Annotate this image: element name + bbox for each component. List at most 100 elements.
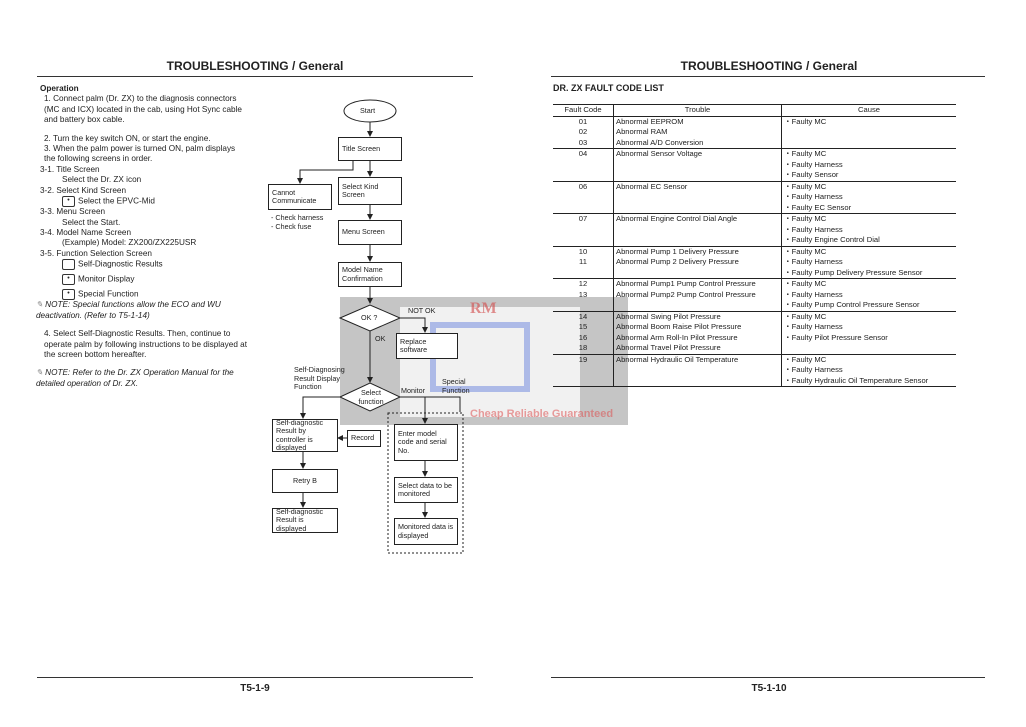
- cause-cell-line: ・Faulty MC: [784, 311, 827, 321]
- sub-step-desc: Select the EPVC-Mid: [78, 196, 155, 206]
- pencil-icon: ✎: [36, 368, 43, 378]
- title-screen-node: Title Screen: [338, 137, 402, 161]
- col-header: Fault Code: [553, 104, 614, 117]
- fault-code-cell-line: 14: [578, 311, 588, 321]
- sub-step-desc: (Example) Model: ZX200/ZX225USR: [62, 238, 197, 248]
- cause-cell-line: ・Faulty Sensor: [784, 170, 839, 179]
- cause-cell: ・Faulty MC・Faulty Harness・Faulty EC Sens…: [781, 181, 956, 214]
- cause-cell-line: ・Faulty Engine Control Dial: [784, 235, 880, 244]
- function-option: Monitor Display: [78, 274, 135, 284]
- trouble-cell-line: Abnormal EC Sensor: [616, 181, 688, 191]
- check-fuse: - Check fuse: [271, 222, 312, 231]
- col-header: Cause: [781, 104, 956, 117]
- step-2: 2. Turn the key switch ON, or start the …: [44, 133, 211, 143]
- start-node: Start: [360, 106, 376, 115]
- fault-code-cell-line: 03: [578, 137, 588, 147]
- cause-cell-line: ・Faulty Harness: [784, 224, 843, 234]
- fault-code-cell-line: 10: [578, 246, 588, 256]
- trouble-cell-line: Abnormal Pump1 Pump Control Pressure: [616, 279, 756, 288]
- cause-cell-line: ・Faulty MC: [784, 354, 827, 364]
- fault-code-cell-line: 18: [578, 343, 588, 352]
- fault-code-cell-line: 13: [578, 289, 588, 299]
- sub-step: 3-5. Function Selection Screen: [40, 248, 152, 258]
- cause-cell-line: ・Faulty Harness: [784, 192, 843, 201]
- cause-cell: ・Faulty MC・Faulty Harness・Faulty Pump De…: [781, 246, 956, 279]
- cause-cell-line: ・Faulty MC: [784, 181, 827, 191]
- enter-model-node: Enter model code and serial No.: [394, 424, 458, 461]
- not-ok-label: NOT OK: [408, 306, 436, 315]
- trouble-cell-line: Abnormal Sensor Voltage: [616, 149, 703, 158]
- select-function-decision: Select function: [358, 388, 384, 406]
- trouble-cell-line: Abnormal Boom Raise Pilot Pressure: [616, 322, 742, 331]
- monitor-branch-label: Monitor: [401, 386, 425, 395]
- trouble-cell-line: Abnormal Engine Control Dial Angle: [616, 214, 738, 223]
- self-diag-displayed-node: Self-diagnostic Result is displayed: [272, 507, 338, 533]
- trouble-cell-line: Abnormal Pump 1 Delivery Pressure: [616, 246, 739, 256]
- trouble-cell-line: Abnormal A/D Conversion: [616, 137, 704, 147]
- left-page-number: T5-1-9: [240, 683, 270, 694]
- retry-node: Retry B: [272, 469, 338, 493]
- left-page-header: TROUBLESHOOTING / General: [166, 59, 344, 73]
- special-branch-label: Special Function: [442, 377, 470, 395]
- fault-code-cell: 06: [553, 181, 614, 214]
- cause-cell-line: ・Faulty MC: [784, 246, 827, 256]
- self-diag-controller-node: Self-diagnostic Result by controller is …: [272, 418, 338, 452]
- self-diag-branch-label: Self-Diagnosing Result Display Function: [294, 365, 345, 391]
- check-harness: - Check harness: [271, 213, 324, 222]
- trouble-cell: Abnormal Engine Control Dial Angle: [613, 213, 782, 247]
- trouble-cell: Abnormal Sensor Voltage: [613, 148, 782, 182]
- cause-cell-line: ・Faulty MC: [784, 116, 827, 126]
- watermark-text: Cheap Reliable Guaranteed: [470, 408, 614, 420]
- cause-cell-line: ・Faulty Pump Control Pressure Sensor: [784, 300, 920, 309]
- note-2: NOTE: Refer to the Dr. ZX Operation Manu…: [36, 368, 234, 388]
- cause-cell: ・Faulty MC: [781, 116, 956, 149]
- pencil-icon: ✎: [36, 300, 43, 310]
- palm-key-icon: •: [62, 289, 75, 301]
- header-rule: [37, 76, 473, 77]
- footer-rule: [551, 677, 985, 678]
- table-row: 04 Abnormal Sensor Voltage ・Faulty MC ・Faul…: [553, 148, 956, 182]
- cause-cell-line: ・Faulty Harness: [784, 365, 843, 374]
- trouble-cell-line: Abnormal RAM: [616, 127, 668, 136]
- fault-code-cell-line: 15: [578, 322, 588, 331]
- cause-cell-line: ・Faulty Hydraulic Oil Temperature Sensor: [784, 375, 929, 385]
- step-4: 4. Select Self-Diagnostic Results. Then,…: [44, 329, 247, 360]
- fault-code-cell-line: 04: [578, 149, 588, 158]
- right-page-header: TROUBLESHOOTING / General: [680, 59, 858, 73]
- fault-code-cell-line: 11: [579, 257, 587, 266]
- model-name-node: Model Name Confirmation: [338, 262, 402, 287]
- fault-code-cell-line: 06: [578, 181, 588, 191]
- col-header: Trouble: [613, 104, 782, 117]
- trouble-cell: Abnormal EC Sensor: [613, 181, 782, 214]
- cause-cell: ・Faulty MC・Faulty Harness・Faulty Pilot P…: [781, 311, 956, 355]
- operation-text: Operation 1. Connect palm (Dr. ZX) to th…: [36, 84, 247, 389]
- cause-cell-line: ・Faulty MC: [784, 149, 827, 158]
- cause-cell-line: ・Faulty Pilot Pressure Sensor: [784, 332, 888, 342]
- fault-code-cell: 19: [553, 354, 614, 387]
- fault-code-cell: 07: [553, 213, 614, 247]
- cause-cell-line: ・Faulty Harness: [784, 322, 843, 331]
- fault-code-cell-line: 19: [578, 354, 588, 364]
- palm-key-icon: •: [62, 196, 75, 208]
- watermark-logo: RM: [470, 300, 497, 317]
- menu-screen-node: Menu Screen: [338, 220, 402, 245]
- select-data-node: Select data to be monitored: [394, 477, 458, 503]
- fault-code-cell-line: 12: [578, 279, 588, 288]
- sub-step-desc: Select the Start.: [62, 217, 121, 227]
- cause-cell-line: ・Faulty MC: [784, 279, 827, 288]
- footer-rule: [37, 677, 473, 678]
- cause-cell-line: ・Faulty MC: [784, 214, 827, 223]
- cause-cell-line: ・Faulty EC Sensor: [784, 202, 852, 212]
